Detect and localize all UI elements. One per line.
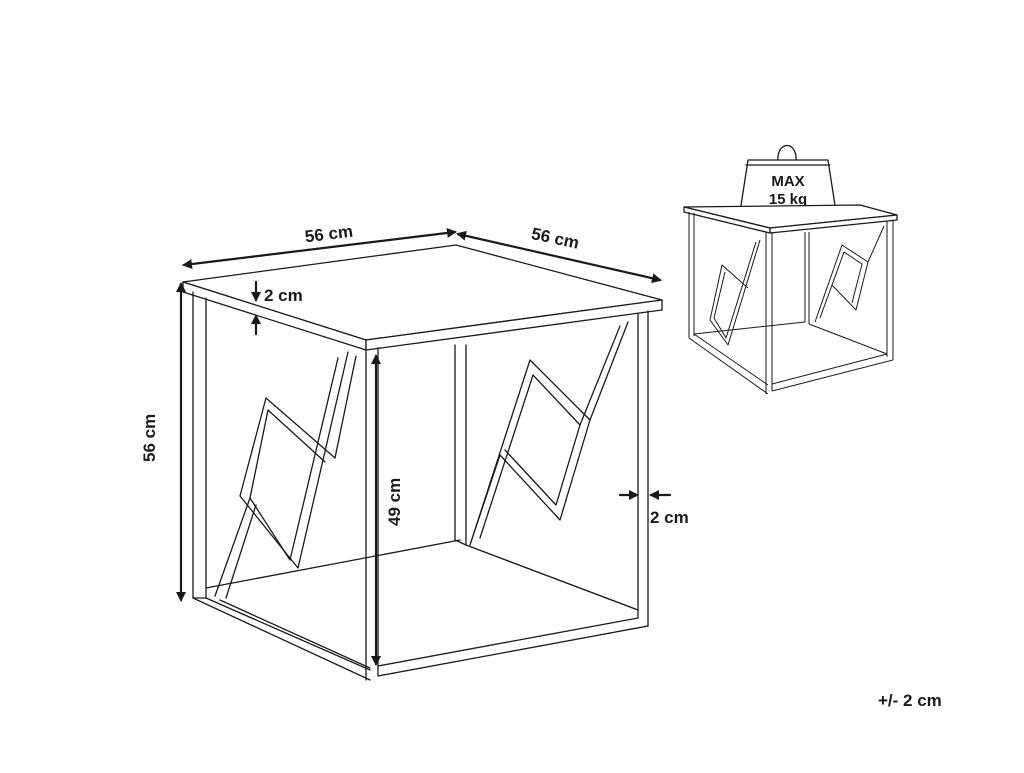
load-badge-line2: 15 kg — [769, 191, 807, 208]
left-side-frame — [192, 291, 461, 681]
load-badge-line1: MAX — [771, 173, 804, 190]
dimension-inner-height: 49 cm — [371, 354, 404, 666]
kettlebell-weight-icon: MAX 15 kg — [739, 145, 837, 213]
left-zigzag-ornament — [214, 351, 357, 599]
dimension-frame-thickness-label: 2 cm — [650, 508, 689, 527]
table-top — [182, 244, 663, 351]
back-frame — [454, 344, 467, 546]
main-table-drawing — [182, 244, 663, 681]
dimension-inner-height-label: 49 cm — [385, 478, 404, 526]
dimension-top-thickness-label: 2 cm — [264, 286, 303, 305]
right-zigzag-ornament — [469, 321, 629, 546]
load-capacity-illustration: MAX 15 kg — [683, 145, 898, 395]
dimension-width-label: 56 cm — [304, 222, 354, 247]
right-side-frame — [377, 310, 649, 677]
dimension-depth-label: 56 cm — [530, 224, 581, 253]
dimension-overall-height-label: 56 cm — [140, 414, 159, 462]
dimension-frame-thickness: 2 cm — [618, 490, 689, 527]
dimension-overall-height: 56 cm — [140, 282, 186, 602]
dimension-top-thickness: 2 cm — [251, 280, 303, 336]
tolerance-note: +/- 2 cm — [878, 691, 942, 710]
small-table — [683, 204, 898, 395]
